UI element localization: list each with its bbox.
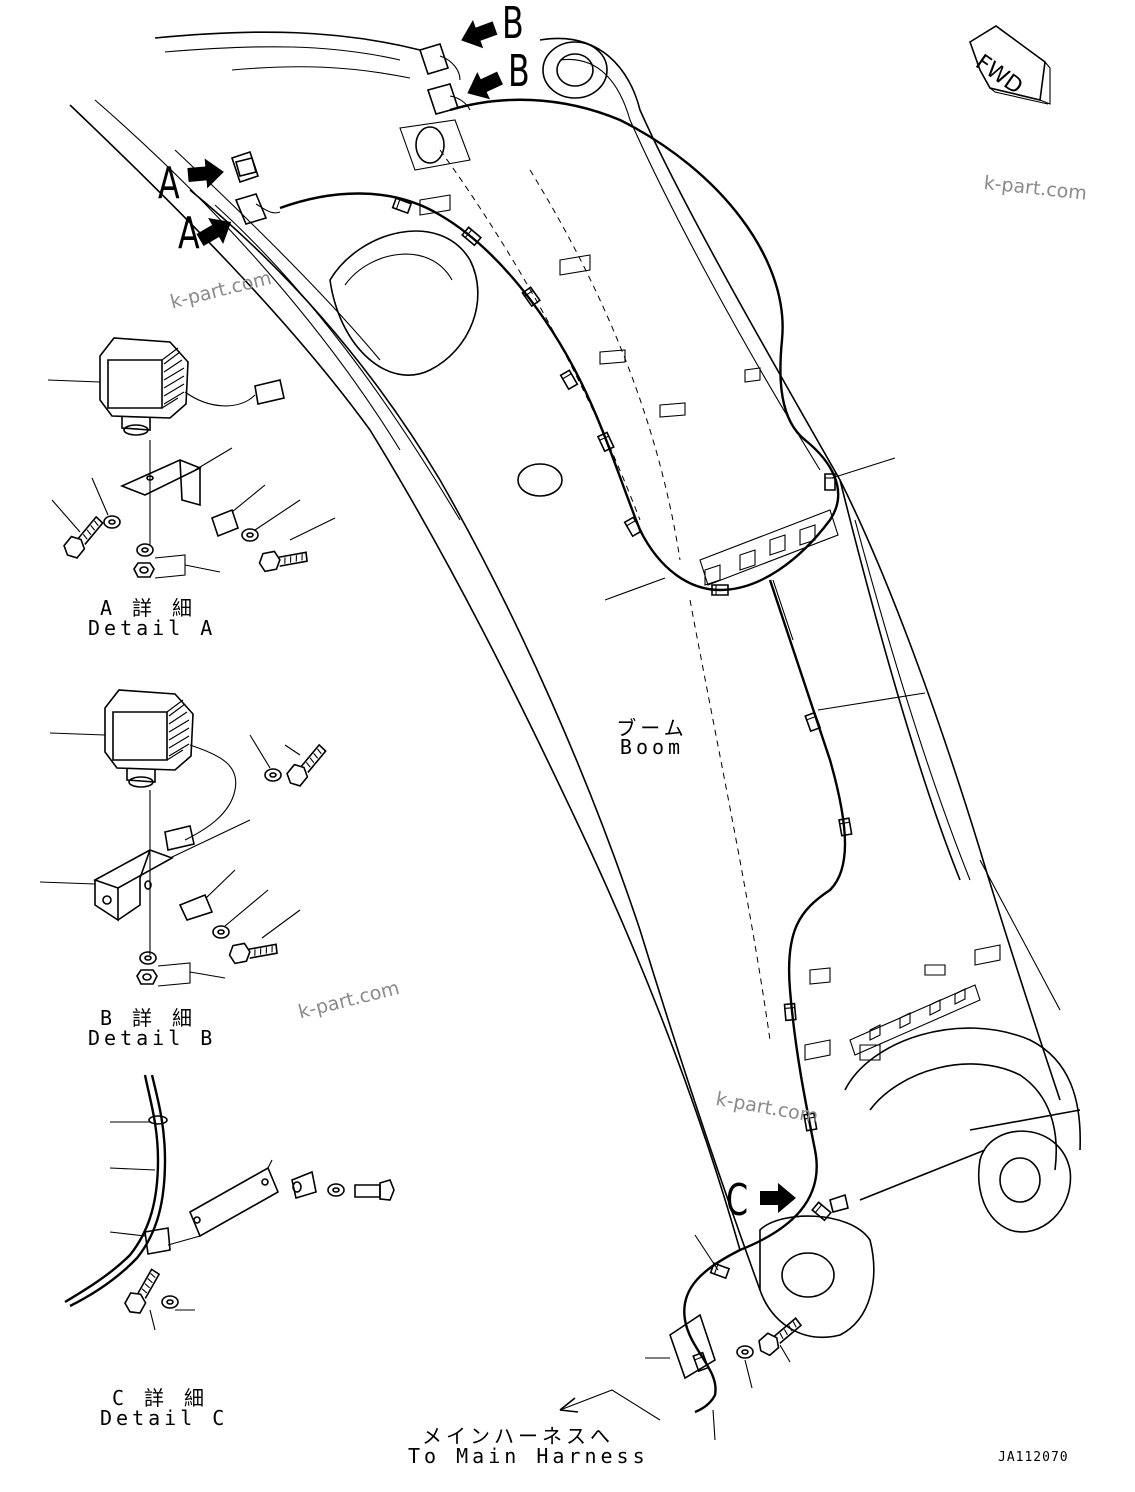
detail-c-drawing [64,1074,395,1331]
detail-b-label-jp: B 詳 細 [99,1006,197,1030]
lamp-a-lower [234,193,281,225]
lamp-a-upper [230,150,260,184]
callout-b-upper: B [502,0,524,49]
detail-a-label-jp: A 詳 細 [99,596,197,620]
callout-arrows [186,13,796,1213]
boom-label-en: Boom [619,735,685,759]
callout-a-upper: A [158,158,180,209]
main-harness-label-jp: メインハーネスへ [422,1424,614,1448]
callout-a-lower: A [178,208,200,259]
boom-label-jp: ブーム [616,716,688,740]
main-harness-label-en: To Main Harness [408,1444,649,1468]
main-c-bracket [669,1193,849,1380]
work-lamp-icon [104,689,194,788]
callout-b-lower: B [508,46,530,97]
wire-harness [279,98,847,1414]
arrow-icon [760,1183,796,1213]
detail-b-drawing [39,689,335,987]
arrow-icon [456,13,501,55]
detail-b-label-en: Detail B [88,1026,217,1050]
detail-c-label-en: Detail C [100,1406,229,1430]
detail-a-label-en: Detail A [88,616,217,640]
work-lamp-icon [99,337,189,436]
detail-a-drawing [47,337,336,585]
callout-c: C [726,1175,749,1226]
fwd-arrow-icon [969,25,1051,105]
arrow-icon [186,156,226,190]
detail-c-label-jp: C 詳 細 [111,1386,209,1410]
leader-lines [559,457,926,1441]
lamp-b-upper [418,43,461,81]
lamp-b-lower [426,83,471,115]
drawing-id: JA112070 [998,1450,1069,1465]
